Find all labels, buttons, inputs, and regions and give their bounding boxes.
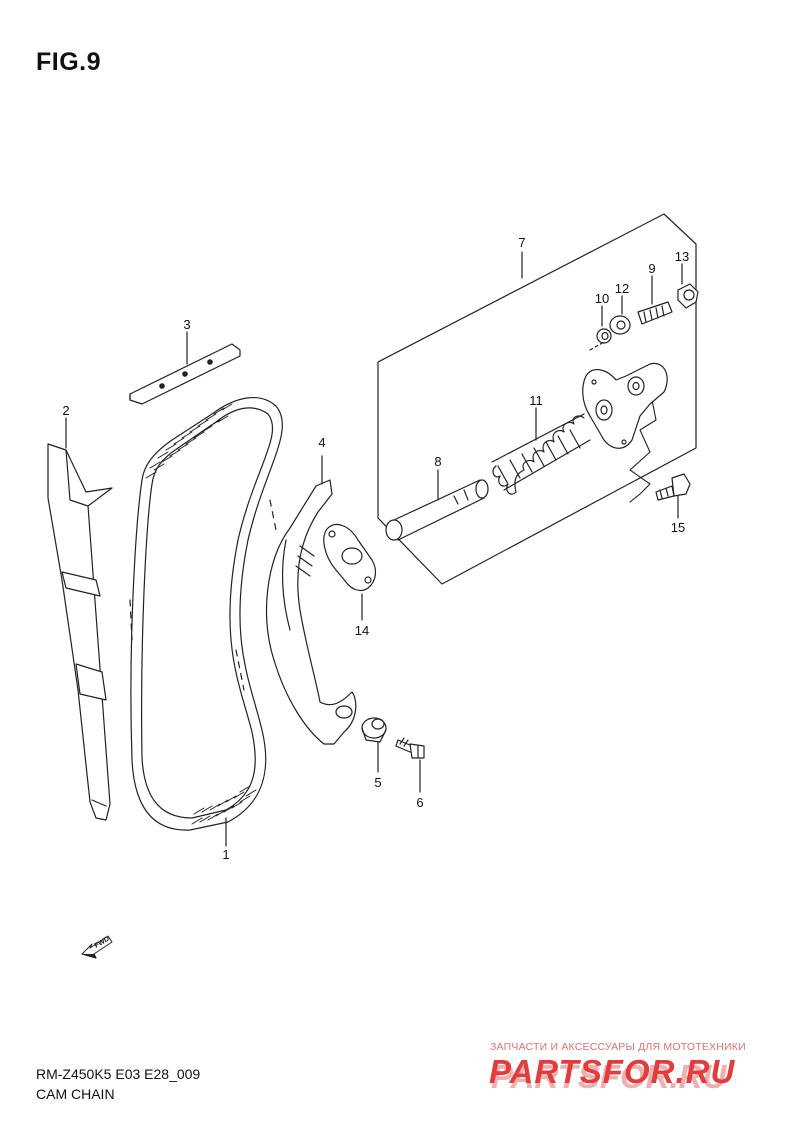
- callout-8: 8: [434, 454, 442, 469]
- callout-10: 10: [594, 291, 610, 306]
- watermark-logo: PARTSFOR.RU: [489, 1053, 736, 1090]
- callout-13: 13: [674, 249, 690, 264]
- callout-2: 2: [62, 403, 70, 418]
- callout-9: 9: [648, 261, 656, 276]
- push-rod: [385, 479, 489, 541]
- callout-7: 7: [518, 235, 526, 250]
- tensioner-body: [582, 362, 668, 449]
- callout-14: 14: [354, 623, 370, 638]
- figure-title: FIG.9: [36, 48, 102, 76]
- fwd-arrow-icon: [81, 935, 113, 959]
- callout-11: 11: [529, 393, 543, 408]
- callout-6: 6: [416, 795, 424, 810]
- section-name: CAM CHAIN: [36, 1086, 115, 1102]
- spring: [491, 413, 591, 495]
- sealing-washer: [609, 315, 631, 335]
- cap-nut: [677, 283, 699, 309]
- bolt-small: [395, 737, 425, 759]
- callout-15: 15: [670, 520, 686, 535]
- callout-3: 3: [183, 317, 191, 332]
- callout-5: 5: [374, 775, 382, 790]
- gasket: [323, 523, 377, 592]
- screw-spring: [637, 301, 673, 325]
- guide-bar: [129, 343, 241, 405]
- assembly-line: [589, 341, 605, 351]
- callout-12: 12: [614, 281, 630, 296]
- callout-1: 1: [222, 847, 230, 862]
- model-code: RM-Z450K5 E03 E28_009: [36, 1066, 201, 1082]
- watermark-tagline: ЗАПЧАСТИ И АКСЕССУАРЫ ДЛЯ МОТОТЕХНИКИ: [490, 1041, 746, 1053]
- callout-4: 4: [318, 435, 326, 450]
- cam-chain: [129, 397, 283, 831]
- mounting-bolt: [655, 473, 691, 501]
- watermark-logo-shadow: PARTSFOR.RU: [491, 1058, 727, 1095]
- tensioner-assembly-frame: [377, 213, 697, 585]
- o-ring: [596, 328, 612, 344]
- washer: [361, 717, 387, 743]
- chain-guide-front: [47, 443, 113, 821]
- tensioner-blade: [265, 479, 357, 745]
